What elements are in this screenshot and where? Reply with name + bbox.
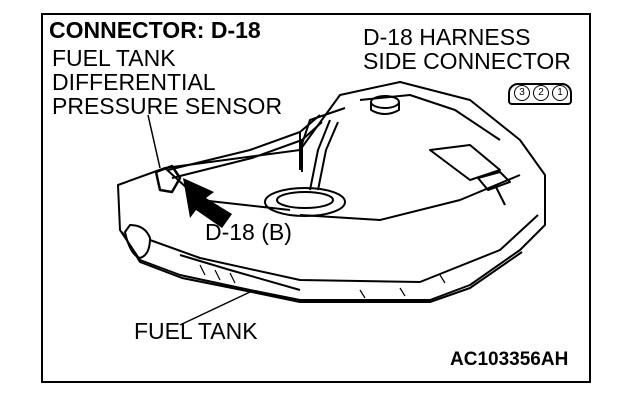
connector-pin-1: 1 xyxy=(552,85,568,101)
fuel-tank-body xyxy=(117,81,546,301)
harness-label-line-2: SIDE CONNECTOR xyxy=(363,48,571,74)
harness-label-line-1: D-18 HARNESS xyxy=(363,24,531,50)
fuel-tank-label: FUEL TANK xyxy=(134,318,258,344)
connector-pin-2: 2 xyxy=(533,85,549,101)
figure-id: AC103356AH xyxy=(450,349,569,370)
harness-connector-icon xyxy=(508,83,572,105)
connector-ref-label: D-18 (B) xyxy=(205,219,292,245)
sensor-label-line-2: DIFFERENTIAL xyxy=(52,69,216,95)
sensor-label-line-1: FUEL TANK xyxy=(52,45,176,71)
sensor-label-line-3: PRESSURE SENSOR xyxy=(52,93,283,119)
connector-pin-3: 3 xyxy=(514,85,530,101)
connector-title: CONNECTOR: D-18 xyxy=(49,17,261,43)
connector-pointer-arrow xyxy=(183,178,232,228)
diagram-frame xyxy=(41,13,591,383)
